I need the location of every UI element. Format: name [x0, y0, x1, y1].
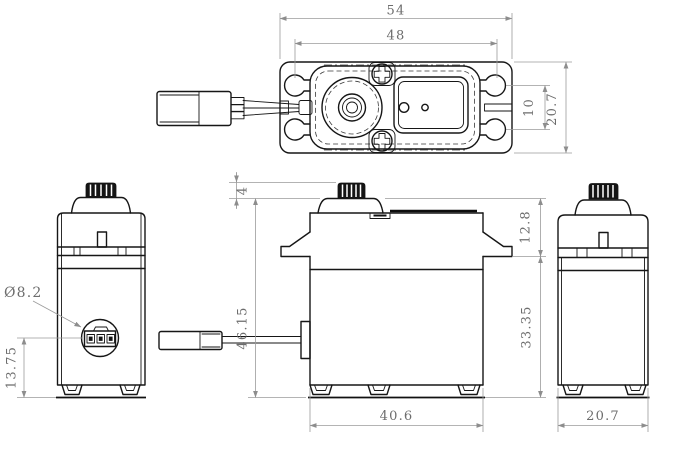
phillips-screw-icon — [373, 133, 391, 150]
dim-text-20-7-top: 20.7 — [545, 92, 560, 126]
label-plate — [393, 76, 469, 134]
feet-back — [556, 384, 650, 399]
case-screw-bottom — [368, 129, 396, 153]
dim-connector-center-height: 13.75 — [5, 337, 83, 398]
connector-socket — [80, 318, 120, 358]
top-view-outer-case — [279, 61, 513, 154]
dim-text-46-15: 46.15 — [236, 306, 251, 349]
dim-case-width: 20.7 — [557, 388, 649, 432]
dim-text-13-75: 13.75 — [5, 346, 20, 389]
case-tab-front — [96, 231, 108, 248]
phillips-screw-icon — [373, 66, 391, 83]
dim-hole-pair-gap: 10 — [506, 85, 550, 130]
dim-mount-hole-span: 48 — [294, 29, 498, 78]
dim-text-54: 54 — [387, 4, 406, 19]
wire-grommet — [298, 100, 313, 115]
mount-flange-left — [280, 231, 311, 258]
wire-connector-side — [158, 330, 223, 351]
dim-top-body-depth: 20.7 — [514, 61, 572, 154]
case-band-back — [557, 247, 649, 259]
top-view-inner-case — [309, 65, 481, 150]
case-band-front — [56, 246, 146, 257]
feet-front — [56, 384, 146, 399]
case-sides — [309, 255, 484, 386]
top-cap-front — [70, 196, 132, 214]
wire-lines-side — [221, 336, 302, 344]
dim-case-length: 40.6 — [309, 388, 484, 432]
wire-connector-plug — [156, 90, 232, 127]
dim-text-4: 4 — [236, 186, 251, 195]
lead-wires — [230, 97, 313, 120]
right-edge-slot — [484, 103, 512, 112]
top-cap-back — [574, 199, 632, 216]
dim-text-12-8: 12.8 — [519, 210, 534, 244]
case-screw-top — [368, 62, 396, 86]
dim-text-diameter-8-2: Ø8.2 — [4, 285, 43, 301]
dim-height-below-shaft: 46.15 — [236, 198, 306, 398]
dim-upper-section-height: 12.8 — [385, 198, 546, 257]
mount-flange-right — [482, 231, 513, 258]
side-view: 4 46.15 40.6 12.8 33.35 — [158, 172, 546, 432]
dim-shaft-height: 4 — [229, 172, 336, 209]
case-body-front — [56, 212, 146, 386]
mounting-slots — [280, 74, 512, 141]
front-view: Ø8.2 13.75 — [4, 182, 146, 399]
back-view: 20.7 — [556, 183, 650, 432]
dim-text-33-35: 33.35 — [520, 305, 535, 348]
feet-side — [308, 384, 485, 399]
dim-text-40-6: 40.6 — [380, 409, 414, 424]
case-tab-back — [598, 231, 609, 249]
dim-top-overall-width: 54 — [279, 4, 513, 59]
wire-exit-side — [158, 320, 311, 360]
top-view: 54 48 10 20.7 — [156, 4, 572, 154]
output-shaft — [321, 76, 383, 139]
dim-text-10: 10 — [522, 98, 537, 117]
case-body-back — [557, 214, 649, 386]
top-cap-side — [317, 197, 384, 214]
dim-text-48: 48 — [387, 29, 406, 44]
dim-lower-section-height: 33.35 — [485, 256, 546, 398]
dim-connector-boss-diameter: Ø8.2 — [4, 285, 82, 328]
dim-text-20-7-width: 20.7 — [586, 409, 620, 424]
wire-bracket — [300, 320, 311, 360]
